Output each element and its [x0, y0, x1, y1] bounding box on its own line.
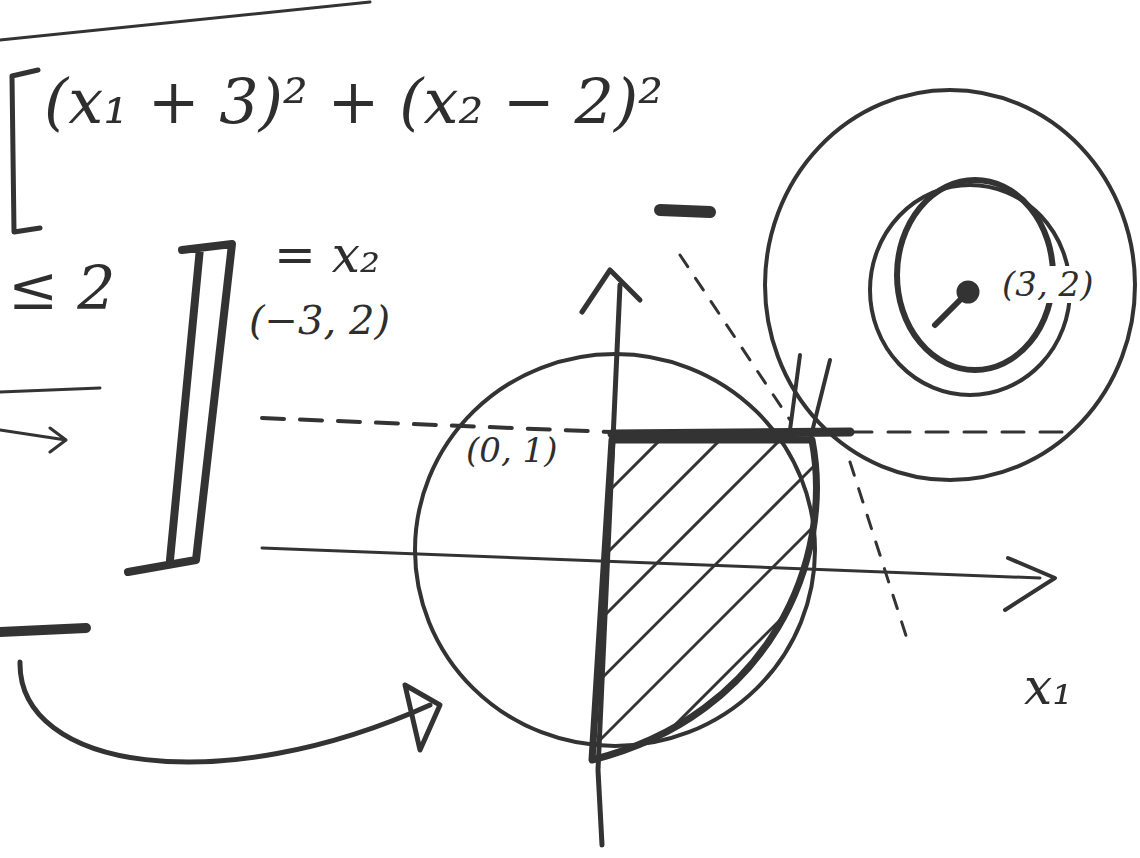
rule-line	[0, 2, 370, 40]
close-bracket	[128, 244, 232, 572]
inequality-text: ≤ 2	[4, 255, 120, 321]
dash-mark	[660, 210, 710, 212]
radius-stroke	[935, 292, 968, 325]
axis-arrow	[582, 270, 640, 312]
left-circle	[415, 354, 815, 746]
axis-label: x₁	[1020, 660, 1076, 715]
arrow-head	[405, 685, 440, 750]
x1-axis	[262, 548, 1040, 578]
curved-arrow	[20, 662, 430, 762]
dashed-guide	[262, 418, 612, 432]
point-label: (−3, 2)	[245, 298, 394, 342]
equation-text: = x₂	[270, 228, 384, 283]
point-label: (0, 1)	[462, 432, 561, 469]
tangent-stroke	[790, 355, 830, 440]
point-label: (3, 2)	[998, 266, 1097, 303]
dashed-guide	[680, 255, 910, 648]
small-arrow	[0, 428, 66, 452]
open-bracket	[12, 70, 40, 232]
hatching	[560, 420, 840, 820]
feasible-region	[592, 440, 816, 760]
dashed-guide	[850, 431, 1062, 434]
right-circle	[765, 90, 1135, 480]
axis-arrow	[1005, 558, 1055, 610]
stroke-line	[0, 388, 100, 392]
equation-text: (x₁ + 3)² + (x₂ − 2)²	[40, 68, 667, 136]
thick-stroke	[0, 628, 86, 632]
top-boundary	[612, 432, 850, 434]
